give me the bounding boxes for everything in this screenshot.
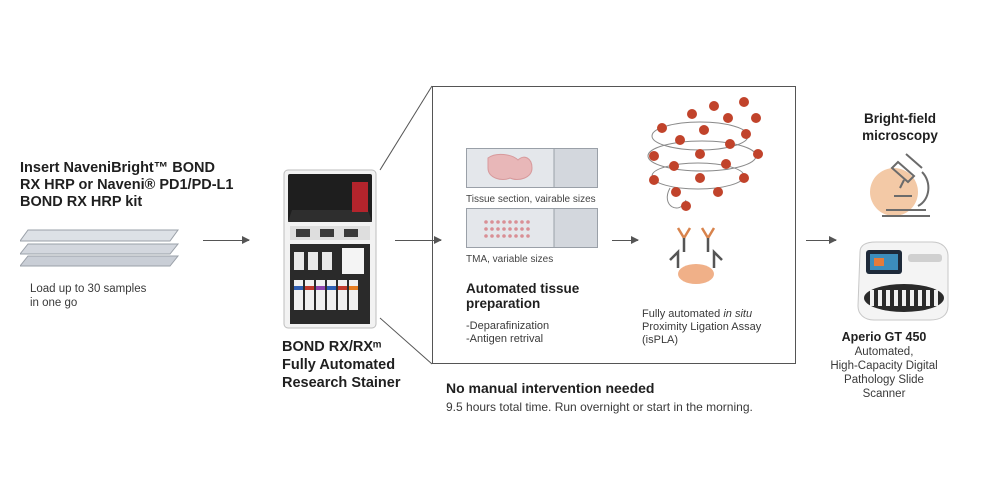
slide1-caption: Tissue section, vairable sizes <box>466 194 596 205</box>
prep-step-2: -Antigen retrival <box>466 333 544 345</box>
stainer-name: BOND RX/RXᵐ Fully Automated Research Sta… <box>282 338 400 392</box>
scanner-desc: Automated, High-Capacity Digital Patholo… <box>814 345 954 401</box>
kit-caption-line-2: in one go <box>30 297 78 309</box>
stainer-name-line-1: BOND RX/RXᵐ <box>282 339 382 355</box>
footer-headline: No manual intervention needed <box>446 380 655 396</box>
arrow-prep-to-assay <box>612 236 639 244</box>
microscopy-title: Bright-field microscopy <box>862 110 938 144</box>
slide-stack-icon <box>20 229 180 267</box>
footer-subtext: 9.5 hours total time. Run overnight or s… <box>446 400 753 414</box>
kit-title: Insert NaveniBright™ BOND RX HRP or Nave… <box>20 160 260 211</box>
assay-caption-line-1: Fully automated in situ <box>642 308 761 321</box>
scanner-name: Aperio GT 450 <box>841 330 927 344</box>
arrow-kit-to-stainer <box>203 236 250 244</box>
scanner-desc-line-1: Automated, <box>854 346 914 358</box>
kit-title-line-3: BOND RX HRP kit <box>20 194 143 210</box>
scanner-caption: Aperio GT 450 Automated, High-Capacity D… <box>814 330 954 401</box>
scanner-desc-line-3: Pathology Slide <box>844 374 924 386</box>
kit-title-line-1: Insert NaveniBright™ BOND <box>20 160 215 176</box>
scanner-instrument-icon <box>857 241 949 321</box>
kit-title-line-2: RX HRP or Naveni® PD1/PD-L1 <box>20 177 234 193</box>
arrow-process-to-scanner <box>806 236 837 244</box>
prep-title-line-2: preparation <box>466 296 541 311</box>
prep-title: Automated tissue preparation <box>466 281 579 311</box>
kit-caption: Load up to 30 samples in one go <box>30 282 146 310</box>
prep-title-line-1: Automated tissue <box>466 281 580 296</box>
assay-caption: Fully automated in situ Proximity Ligati… <box>642 308 761 347</box>
ispla-illustration <box>647 97 763 284</box>
assay-caption-line-3: (isPLA) <box>642 334 679 346</box>
scanner-desc-line-4: Scanner <box>862 388 906 400</box>
microscopy-title-line-2: microscopy <box>862 128 938 143</box>
microscopy-title-line-1: Bright-field <box>864 111 936 126</box>
stainer-name-line-2: Fully Automated <box>282 357 396 373</box>
scanner-desc-line-2: High-Capacity Digital <box>830 360 938 372</box>
kit-caption-line-1: Load up to 30 samples <box>30 283 147 295</box>
process-detail-box <box>432 86 796 364</box>
prep-steps: -Deparafinization -Antigen retrival <box>466 320 549 346</box>
arrow-stainer-to-process <box>395 236 442 244</box>
stainer-name-line-3: Research Stainer <box>282 375 401 391</box>
assay-in-situ: in situ <box>723 308 753 320</box>
slide2-caption: TMA, variable sizes <box>466 254 554 265</box>
tissue-slide-icon <box>466 148 598 188</box>
microscope-icon <box>870 153 930 217</box>
assay-caption-line-2: Proximity Ligation Assay <box>642 321 762 333</box>
prep-step-1: -Deparafinization <box>466 320 550 332</box>
stainer-instrument-icon <box>283 169 377 329</box>
tma-slide-icon <box>466 208 598 248</box>
assay-prefix: Fully automated <box>642 308 724 320</box>
